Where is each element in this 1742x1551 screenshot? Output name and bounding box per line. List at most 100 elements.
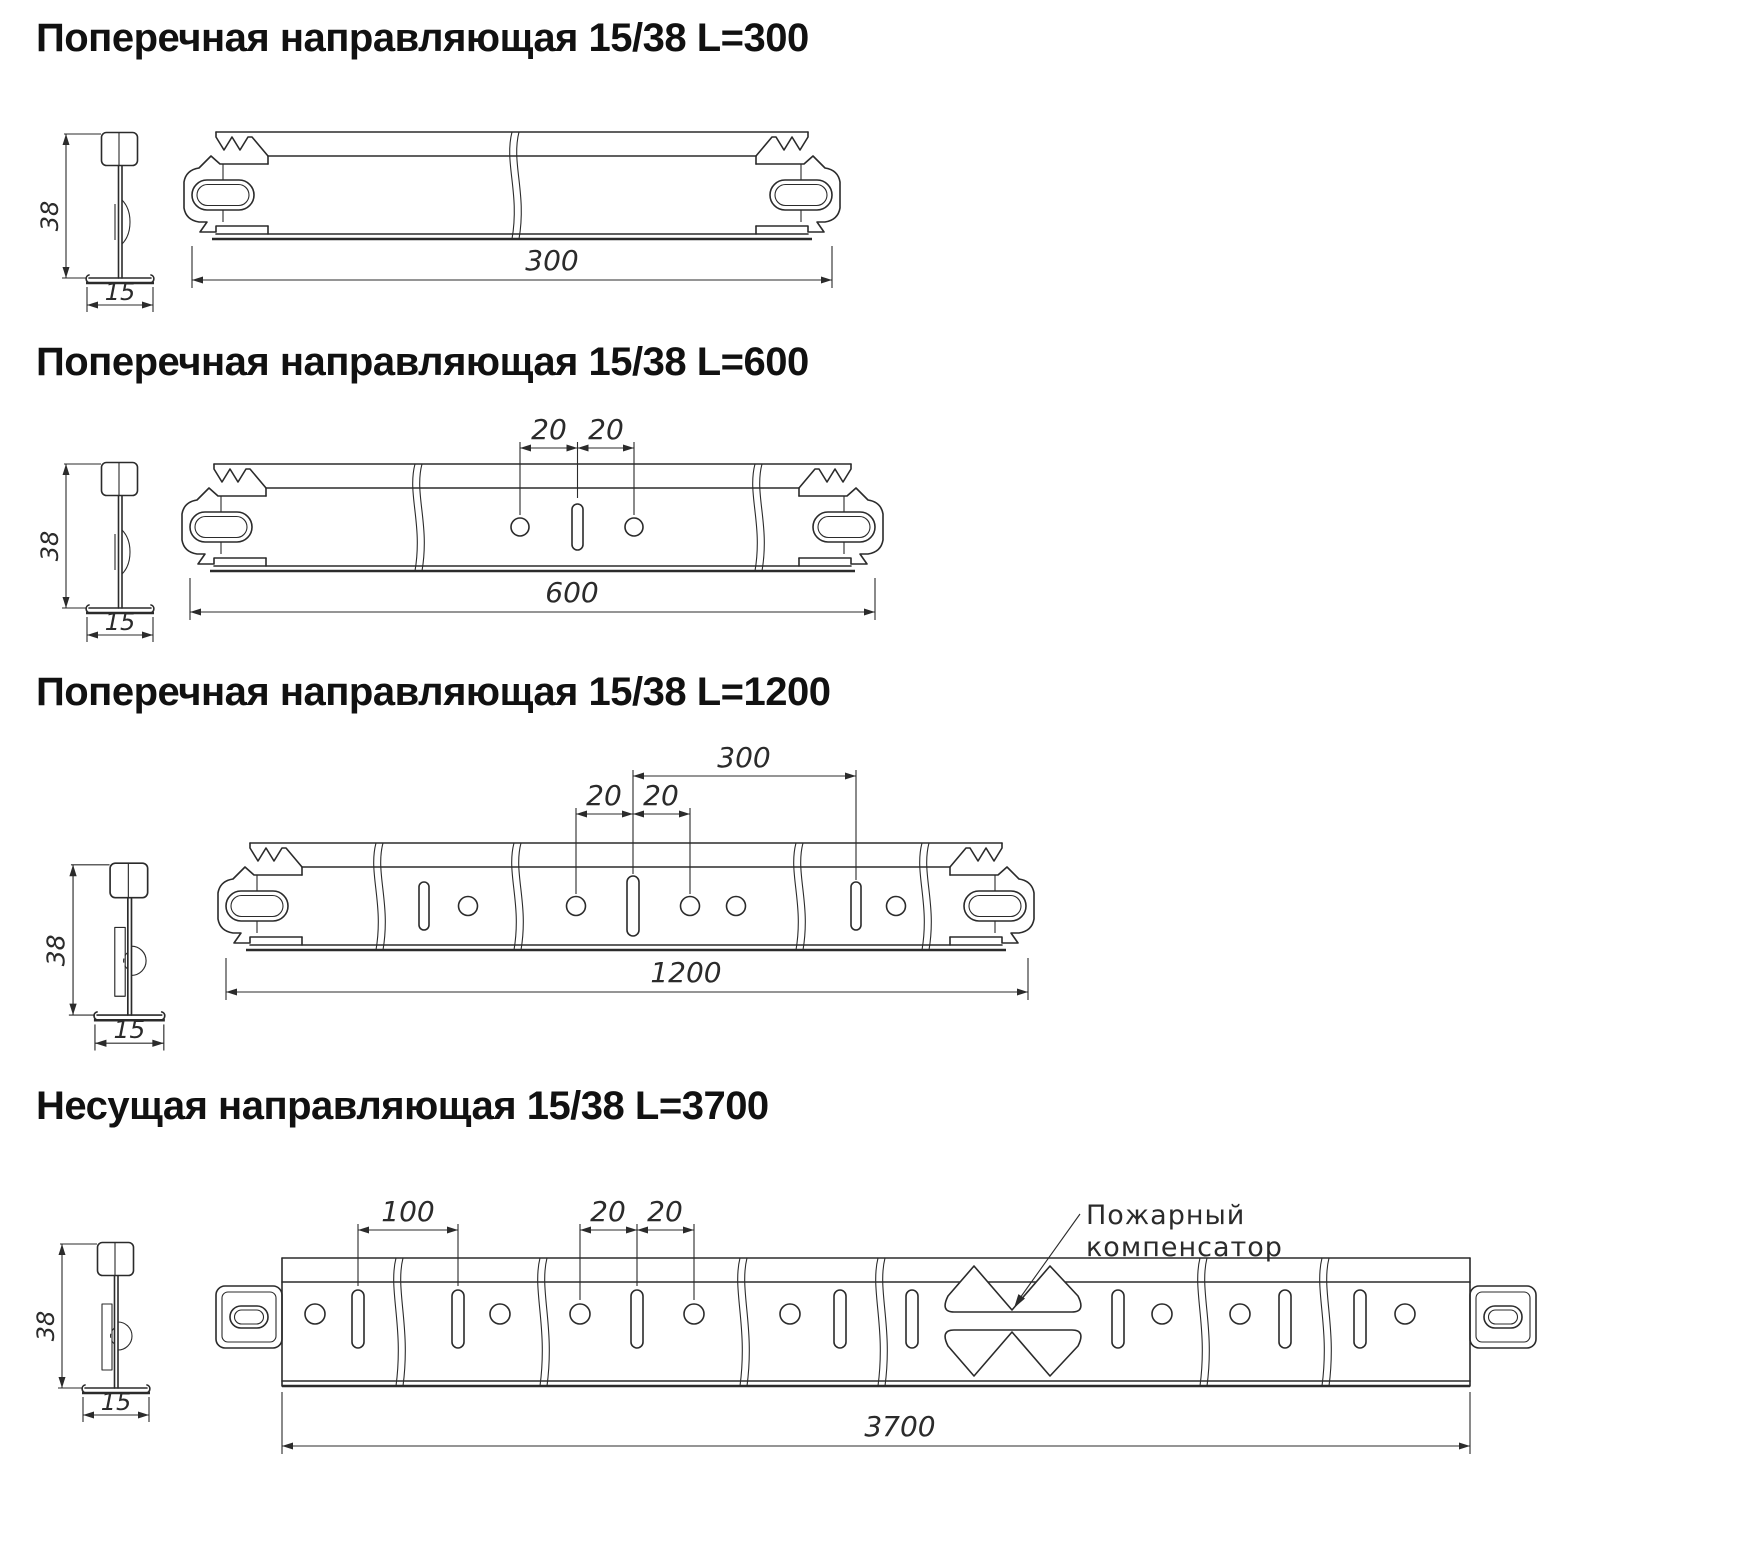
end-clip-left <box>215 1285 283 1349</box>
hole <box>1229 1303 1251 1325</box>
length-dim-label: 300 <box>525 244 578 277</box>
hole <box>489 1303 511 1325</box>
profile-body <box>210 463 855 573</box>
slot <box>1353 1289 1367 1349</box>
length-dim-label: 600 <box>545 576 598 609</box>
hole <box>304 1303 326 1325</box>
slot <box>1483 1305 1523 1329</box>
spacing-dim-label: 20 <box>643 779 679 812</box>
length-dim-label: 1200 <box>650 956 721 989</box>
profile-body <box>246 842 1006 952</box>
length-dimension: 600 <box>189 576 876 620</box>
height-dimension: 38 <box>42 864 110 1016</box>
end-connector-left <box>181 487 267 567</box>
break-line <box>373 842 932 951</box>
hole <box>624 517 644 537</box>
annotation-line-1: Пожарный <box>1086 1200 1245 1231</box>
leader-line <box>1019 1213 1081 1299</box>
end-clip-right <box>1469 1285 1537 1349</box>
slot <box>626 875 640 937</box>
width-dimension: 15 <box>86 278 154 312</box>
fire-compensator-label: Пожарный компенсатор <box>1014 1200 1283 1308</box>
slot-span-dimension: 100 <box>357 1195 459 1286</box>
fire-compensator-cutout <box>944 1265 1082 1377</box>
profile-cross-section <box>81 1241 151 1395</box>
height-dimension: 38 <box>36 463 101 609</box>
profile-elevation: 300 20 20 <box>217 741 1035 1000</box>
holes <box>418 875 907 937</box>
spacing-dim-label: 20 <box>647 1195 683 1228</box>
break-line <box>393 1257 1332 1387</box>
profile-cross-section <box>85 461 155 615</box>
annotation-line-2: компенсатор <box>1086 1232 1283 1263</box>
slot <box>571 503 584 551</box>
hole-spacing-dimension: 20 20 <box>575 779 691 894</box>
profile-body <box>212 131 812 241</box>
section-title: Несущая направляющая 15/38 L=3700 <box>36 1084 769 1128</box>
spacing-dim-label: 20 <box>586 779 622 812</box>
slot <box>229 1305 269 1329</box>
hole-spacing-dimension: 20 20 <box>579 1195 695 1300</box>
height-dimension: 38 <box>32 1243 97 1389</box>
width-dim-label: 15 <box>105 608 136 636</box>
section-title: Поперечная направляющая 15/38 L=600 <box>36 340 809 384</box>
height-dimension: 38 <box>36 133 101 279</box>
break-line <box>412 463 765 572</box>
cross-section-view: 38 15 <box>36 131 155 312</box>
width-dimension: 15 <box>86 608 154 642</box>
spacing-dim-label: 20 <box>531 413 567 446</box>
slot <box>451 1289 465 1349</box>
slot <box>905 1289 919 1349</box>
profile-elevation: 20 20 <box>181 413 884 620</box>
width-dimension: 15 <box>82 1388 150 1422</box>
break-line <box>509 131 522 240</box>
hole <box>565 895 587 917</box>
end-connector-left <box>217 866 303 946</box>
holes <box>510 503 644 551</box>
cross-section-view: 38 15 <box>42 862 166 1051</box>
length-dimension: 3700 <box>281 1392 1471 1454</box>
hole <box>1394 1303 1416 1325</box>
height-dim-label: 38 <box>36 531 64 562</box>
section-title: Поперечная направляющая 15/38 L=300 <box>36 16 809 60</box>
cross-section-view: 38 15 <box>36 461 155 642</box>
width-dim-label: 15 <box>101 1388 132 1416</box>
height-dim-label: 38 <box>36 201 64 232</box>
hole <box>679 895 701 917</box>
slot <box>850 881 862 931</box>
hole <box>1151 1303 1173 1325</box>
slot-span-label: 100 <box>381 1195 434 1228</box>
slot <box>1278 1289 1292 1349</box>
profile-elevation: 100 20 20 <box>215 1195 1537 1454</box>
hole-spacing-dimension: 20 20 <box>519 413 635 515</box>
slot <box>630 1289 644 1349</box>
spacing-dim-label: 20 <box>590 1195 626 1228</box>
hole <box>457 895 479 917</box>
slot <box>418 881 430 931</box>
profile-cross-section <box>85 131 155 285</box>
end-connector-right <box>755 155 841 235</box>
holes <box>304 1289 1416 1349</box>
slot <box>833 1289 847 1349</box>
spacing-dim-label: 20 <box>588 413 624 446</box>
length-dimension: 300 <box>191 244 833 288</box>
height-dim-label: 38 <box>42 934 71 966</box>
section-title: Поперечная направляющая 15/38 L=1200 <box>36 670 831 714</box>
hole <box>683 1303 705 1325</box>
length-dimension: 1200 <box>225 956 1029 1000</box>
hole <box>569 1303 591 1325</box>
slot <box>1111 1289 1125 1349</box>
profile-elevation: 300 <box>183 131 841 288</box>
width-dim-label: 15 <box>105 278 136 306</box>
profile-cross-section <box>93 862 166 1022</box>
height-dim-label: 38 <box>32 1311 60 1342</box>
slot <box>351 1289 365 1349</box>
cross-section-view: 38 15 <box>32 1241 151 1422</box>
hole <box>779 1303 801 1325</box>
length-dim-label: 3700 <box>864 1410 935 1443</box>
hole <box>885 895 907 917</box>
end-connector-left <box>183 155 269 235</box>
hole <box>725 895 747 917</box>
width-dimension: 15 <box>94 1015 165 1051</box>
